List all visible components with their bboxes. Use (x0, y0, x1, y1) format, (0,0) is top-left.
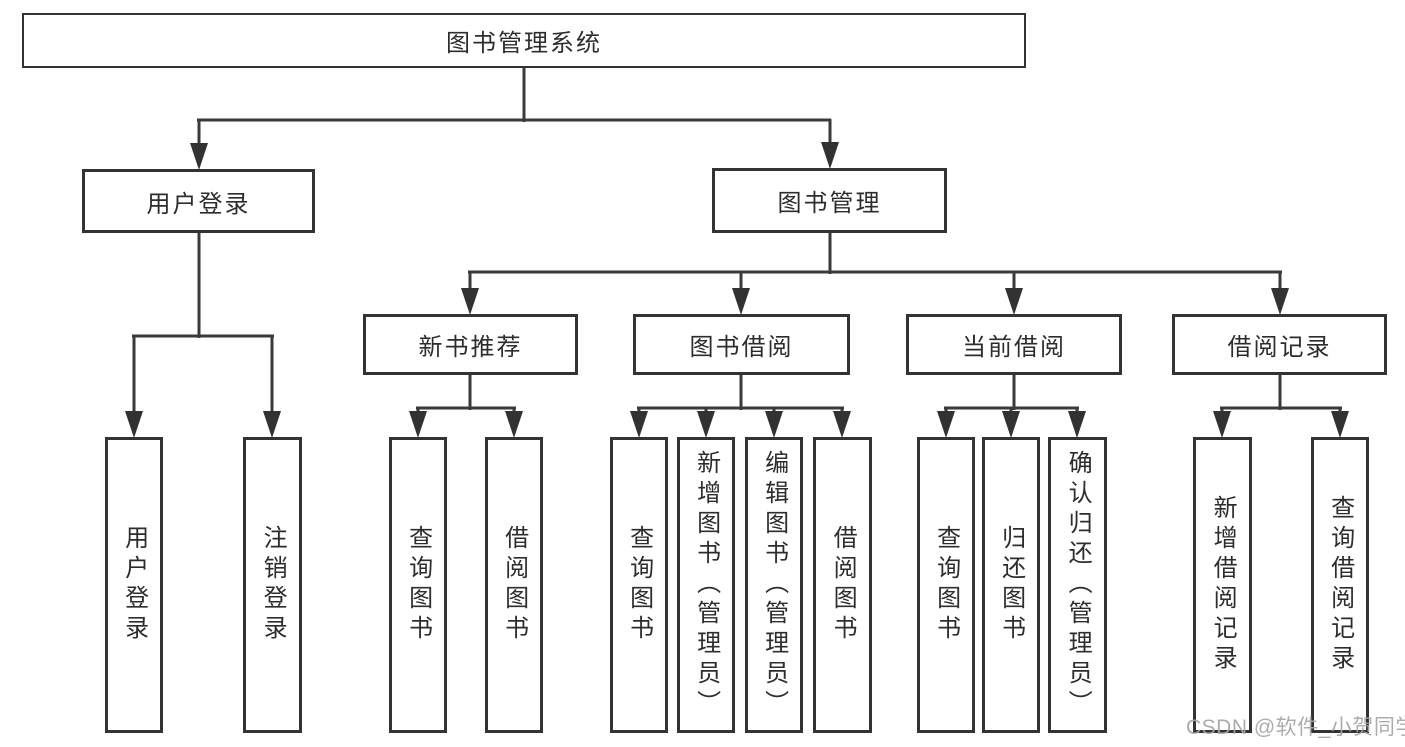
node-label: 用户登录 (146, 190, 251, 218)
node-label: 归还图书 (997, 525, 1025, 645)
node-label: 图书借阅 (689, 334, 794, 361)
branch-borrow-records (1213, 374, 1349, 438)
leaf-logout: 注销登录 (243, 437, 302, 733)
leaf-query-books-borrow: 查询图书 (610, 437, 668, 733)
node-label: 当前借阅 (962, 334, 1066, 361)
csdn-watermark: CSDN @软件_小贺同学 (1186, 716, 1405, 739)
node-book-borrow: 图书借阅 (633, 314, 850, 375)
leaf-borrow-books-recommend: 借阅图书 (485, 437, 543, 733)
node-label: 用户登录 (120, 525, 148, 645)
node-label: 查询借阅记录 (1326, 495, 1354, 675)
node-label: 新书推荐 (418, 334, 523, 361)
branch-user-login (125, 232, 281, 438)
branch-root (190, 66, 839, 170)
node-label: 确认归还（管理员） (1064, 450, 1092, 720)
leaf-edit-books-admin: 编辑图书（管理员） (745, 437, 803, 733)
node-label: 新增图书（管理员） (692, 450, 720, 720)
node-borrow-records: 借阅记录 (1172, 314, 1387, 375)
node-current-borrow: 当前借阅 (906, 314, 1122, 375)
node-label: 借阅图书 (500, 525, 528, 645)
node-label: 图书管理 (777, 190, 882, 217)
leaf-user-login: 用户登录 (105, 437, 163, 733)
node-label: 图书管理系统 (446, 30, 602, 57)
branch-book-mgmt (461, 232, 1289, 315)
node-label: 编辑图书（管理员） (760, 450, 788, 720)
node-label: 查询图书 (625, 525, 653, 645)
leaf-query-books-current: 查询图书 (917, 437, 975, 733)
node-system-root: 图书管理系统 (22, 13, 1026, 68)
node-label: 新增借阅记录 (1209, 495, 1237, 675)
leaf-add-borrow-record: 新增借阅记录 (1193, 437, 1252, 733)
leaf-return-books: 归还图书 (982, 437, 1040, 733)
node-label: 查询图书 (404, 525, 432, 645)
branch-current-borrow (937, 374, 1086, 438)
branch-new-book (409, 374, 523, 438)
leaf-borrow-books: 借阅图书 (813, 437, 872, 733)
node-book-management: 图书管理 (712, 168, 947, 233)
leaf-add-books-admin: 新增图书（管理员） (677, 437, 735, 733)
leaf-query-books-recommend: 查询图书 (389, 437, 447, 733)
node-label: 借阅记录 (1227, 334, 1332, 361)
leaf-query-borrow-record: 查询借阅记录 (1311, 437, 1369, 733)
node-new-book-recommend: 新书推荐 (363, 314, 578, 375)
branch-book-borrow (630, 374, 851, 438)
node-label: 查询图书 (932, 525, 960, 645)
node-label: 注销登录 (259, 525, 287, 645)
node-label: 借阅图书 (829, 525, 857, 645)
leaf-confirm-return-admin: 确认归还（管理员） (1048, 437, 1107, 733)
node-user-login: 用户登录 (82, 169, 315, 233)
